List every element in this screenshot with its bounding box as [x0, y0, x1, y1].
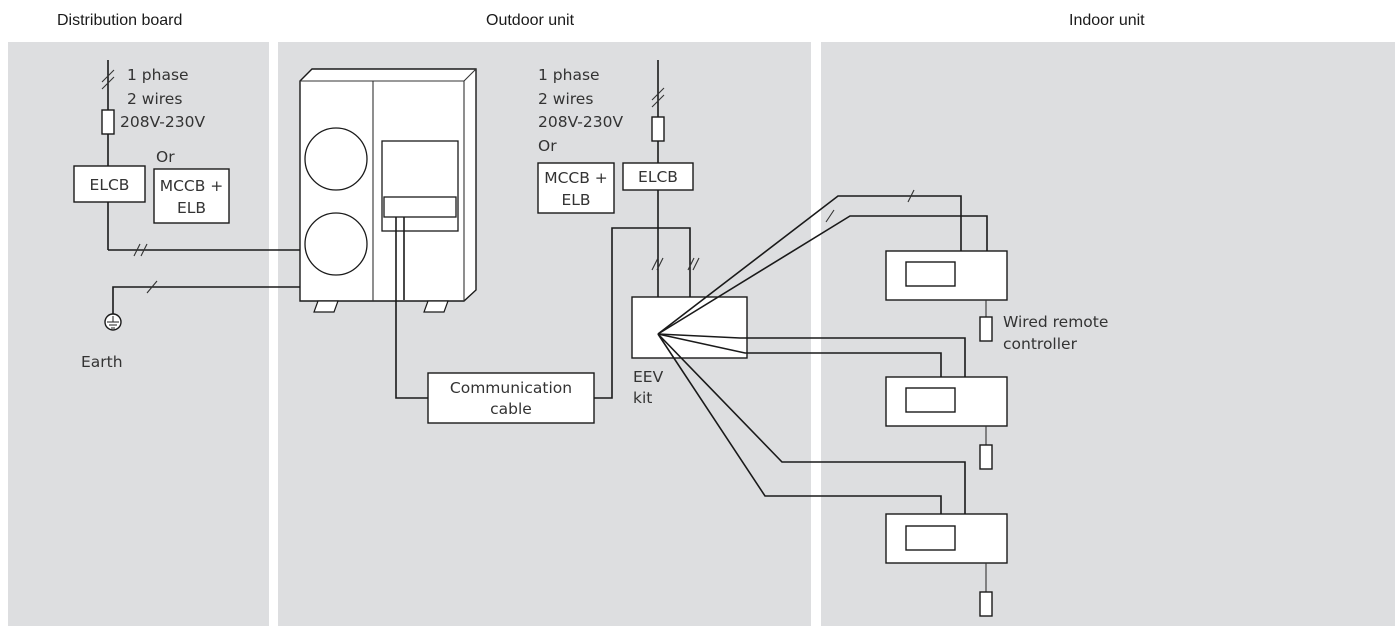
- distribution-mccb-label: MCCB +: [160, 177, 224, 195]
- outdoor-voltage-label: 208V-230V: [538, 113, 623, 131]
- indoor-unit-3: [885, 513, 1008, 617]
- distribution-panel: [8, 42, 269, 626]
- distribution-board-group: 1 phase 2 wires 208V-230V Or ELCB MCCB +…: [73, 60, 441, 371]
- earth-label: Earth: [81, 353, 123, 371]
- wired-remote-label-2: controller: [1003, 335, 1078, 353]
- distribution-voltage-label: 208V-230V: [120, 113, 205, 131]
- outdoor-phase-label: 1 phase: [538, 66, 600, 84]
- wired-remote-controller-1: [979, 316, 993, 342]
- eev-kit-box: [631, 296, 748, 359]
- distribution-or-label: Or: [156, 148, 175, 166]
- distribution-elcb-label: ELCB: [90, 176, 130, 194]
- wired-remote-controller-3: [979, 591, 993, 617]
- outdoor-unit-drawing: [299, 68, 477, 313]
- outdoor-elb-label: ELB: [561, 191, 590, 209]
- outdoor-wires-label: 2 wires: [538, 90, 593, 108]
- outdoor-mccb-label: MCCB +: [544, 169, 608, 187]
- outdoor-power-supply: 1 phase 2 wires 208V-230V Or MCCB + ELB …: [537, 60, 700, 297]
- wired-remote-controller-2: [979, 444, 993, 470]
- communication-cable-box: [427, 372, 595, 424]
- distribution-mccb-box: [153, 168, 230, 224]
- indoor-unit-2: [885, 376, 1008, 470]
- distribution-phase-label: 1 phase: [127, 66, 189, 84]
- distribution-fuse: [101, 109, 115, 135]
- eev-kit-label-1: EEV: [633, 368, 664, 386]
- header-distribution-board: Distribution board: [57, 12, 183, 29]
- outdoor-fuse: [651, 116, 665, 142]
- distribution-elcb-box: [73, 165, 146, 203]
- eev-kit-label-2: kit: [633, 389, 652, 407]
- distribution-elb-label: ELB: [177, 199, 206, 217]
- outdoor-mccb-box: [537, 162, 615, 214]
- outdoor-or-label: Or: [538, 137, 557, 155]
- outdoor-elcb-box: [622, 162, 694, 191]
- outdoor-elcb-label: ELCB: [638, 168, 678, 186]
- distribution-wires-label: 2 wires: [127, 90, 182, 108]
- header-outdoor-unit: Outdoor unit: [486, 12, 575, 29]
- outdoor-terminal-block: [383, 196, 457, 218]
- header-indoor-unit: Indoor unit: [1069, 12, 1145, 29]
- communication-cable-label-1: Communication: [450, 379, 572, 397]
- indoor-unit-1: [885, 250, 1008, 342]
- wired-remote-label-1: Wired remote: [1003, 313, 1108, 331]
- communication-cable-label-2: cable: [490, 400, 532, 418]
